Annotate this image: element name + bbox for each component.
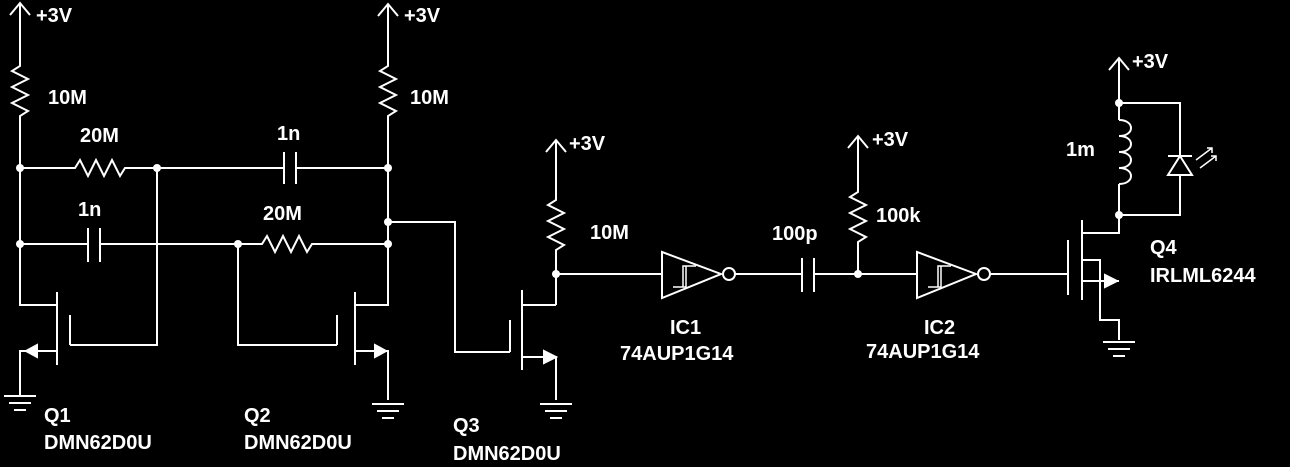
wire-right-bus (355, 168, 389, 306)
resistor-r4: 20M (238, 203, 388, 255)
supply-arrow-icon (9, 1, 31, 26)
junction-dots (16, 99, 1123, 278)
led-d1 (1119, 102, 1217, 216)
supply-1: +3V (9, 1, 73, 27)
resistor-icon (545, 164, 567, 305)
junction-dot (384, 164, 392, 172)
resistor-value: 100k (876, 205, 921, 227)
nmos-icon (509, 290, 559, 400)
capacitor-icon (735, 258, 917, 292)
supply-arrow-icon (1108, 56, 1130, 84)
transistor-q3: Q3 DMN62D0U (453, 290, 572, 465)
schmitt-inverter-icon (661, 250, 736, 300)
wire-left-bus (19, 168, 57, 306)
capacitor-value: 100p (772, 223, 818, 245)
supply-arrow-icon (377, 2, 399, 28)
wire-q2-gate (237, 244, 337, 346)
transistor-q4: Q4 IRLML6244 (1067, 215, 1256, 357)
capacitor-icon (20, 228, 238, 262)
transistor-ref: Q1 (44, 405, 71, 427)
junction-dot (384, 218, 392, 226)
resistor-icon (20, 157, 275, 179)
transistor-part: DMN62D0U (453, 443, 561, 465)
resistor-value: 10M (590, 222, 629, 244)
supply-3: +3V (545, 133, 606, 164)
capacitor-c3: 100p (735, 223, 917, 292)
capacitor-c2: 1n (275, 123, 388, 184)
capacitor-c1: 1n (20, 199, 238, 262)
supply-2: +3V (377, 2, 441, 28)
resistor-r2: 20M (20, 125, 275, 179)
junction-dot (16, 164, 24, 172)
supply-label: +3V (1132, 51, 1169, 73)
nmos-icon (1067, 215, 1120, 340)
inductor-l1: 1m (1066, 84, 1132, 215)
resistor-r5: 10M (545, 164, 629, 305)
ground-icon (372, 403, 404, 419)
supply-arrow-icon (847, 134, 869, 160)
wire-q1-gate (70, 168, 158, 346)
supply-label: +3V (404, 5, 441, 27)
supply-label: +3V (872, 129, 909, 151)
transistor-q2: Q2 DMN62D0U (244, 292, 404, 454)
inductor-icon (1118, 119, 1132, 185)
supply-5: +3V (1108, 51, 1169, 84)
resistor-r1: 10M (9, 26, 87, 168)
junction-dot (552, 270, 560, 278)
resistor-icon (238, 233, 388, 255)
junction-dot (1115, 99, 1123, 107)
inductor-value: 1m (1066, 139, 1095, 161)
wire-q3-gate (388, 221, 510, 353)
ground-icon (540, 403, 572, 419)
supply-label: +3V (36, 5, 73, 27)
supply-label: +3V (569, 133, 606, 155)
transistor-ref: Q3 (453, 415, 480, 437)
resistor-value: 20M (80, 125, 119, 147)
resistor-icon (377, 28, 399, 168)
resistor-icon (847, 160, 869, 274)
junction-dot (854, 270, 862, 278)
ic-part: 74AUP1G14 (620, 343, 734, 365)
ic-ref: IC1 (670, 317, 701, 339)
junction-dot (16, 240, 24, 248)
transistor-ref: Q2 (244, 405, 271, 427)
resistor-value: 20M (263, 203, 302, 225)
resistor-icon (9, 26, 31, 168)
junction-dot (234, 240, 242, 248)
junction-dot (1115, 211, 1123, 219)
ic1: IC1 74AUP1G14 (620, 250, 736, 365)
schmitt-inverter-icon (916, 250, 991, 300)
resistor-r6: 100k (847, 160, 921, 274)
junction-dot (153, 164, 161, 172)
nmos-icon (336, 292, 389, 400)
transistor-ref: Q4 (1150, 237, 1178, 259)
transistor-part: DMN62D0U (44, 432, 152, 454)
capacitor-value: 1n (277, 123, 300, 145)
transistor-part: DMN62D0U (244, 432, 352, 454)
resistor-r3: 10M (377, 28, 449, 168)
ic-ref: IC2 (924, 317, 955, 339)
capacitor-icon (275, 152, 388, 184)
ground-icon (4, 395, 36, 411)
junction-dot (384, 240, 392, 248)
supply-arrow-icon (545, 138, 567, 164)
led-icon (1166, 147, 1217, 176)
nmos-icon (19, 292, 71, 395)
ground-icon (1103, 341, 1135, 357)
transistor-q1: Q1 DMN62D0U (4, 292, 152, 454)
capacitor-value: 1n (78, 199, 101, 221)
resistor-value: 10M (410, 87, 449, 109)
supply-4: +3V (847, 129, 909, 160)
ic2: IC2 74AUP1G14 (866, 250, 991, 363)
ic-part: 74AUP1G14 (866, 341, 980, 363)
resistor-value: 10M (48, 87, 87, 109)
transistor-part: IRLML6244 (1150, 265, 1256, 287)
